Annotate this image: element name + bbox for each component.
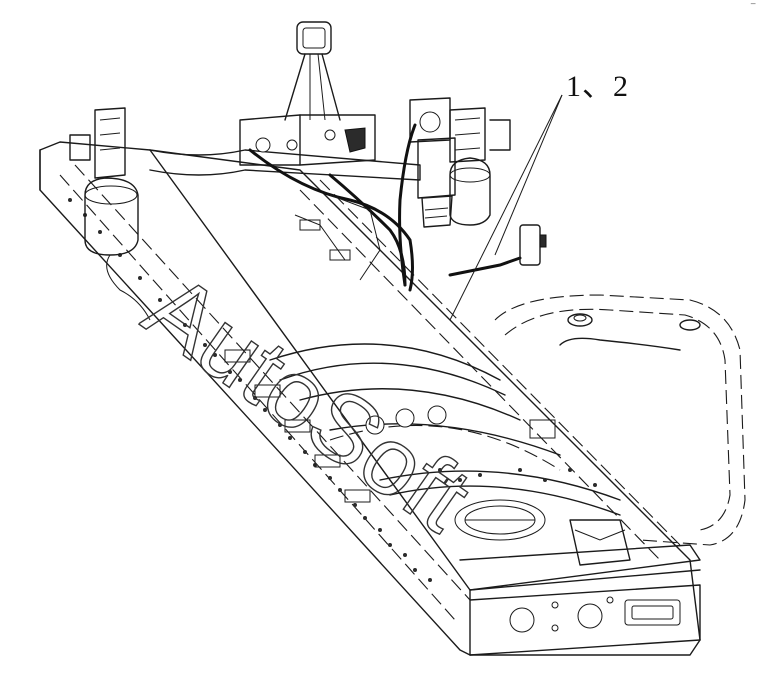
cross-members <box>269 343 631 566</box>
frame-rails <box>39 141 701 656</box>
callout-leaders <box>449 94 563 321</box>
rail-rivets <box>68 198 597 582</box>
fuel-tank <box>494 294 746 546</box>
left-cab-mount <box>69 107 151 321</box>
wiring-harness <box>248 123 522 292</box>
corner-mark: ⁻ <box>750 0 757 13</box>
work-light-mast <box>284 21 341 121</box>
callout-label: 1、2 <box>566 70 629 103</box>
fuel-filter <box>409 97 456 228</box>
rail-side-details <box>224 219 556 503</box>
right-cab-mount <box>449 107 511 226</box>
front-cross-beam <box>149 114 421 181</box>
sensor-component <box>519 224 547 266</box>
